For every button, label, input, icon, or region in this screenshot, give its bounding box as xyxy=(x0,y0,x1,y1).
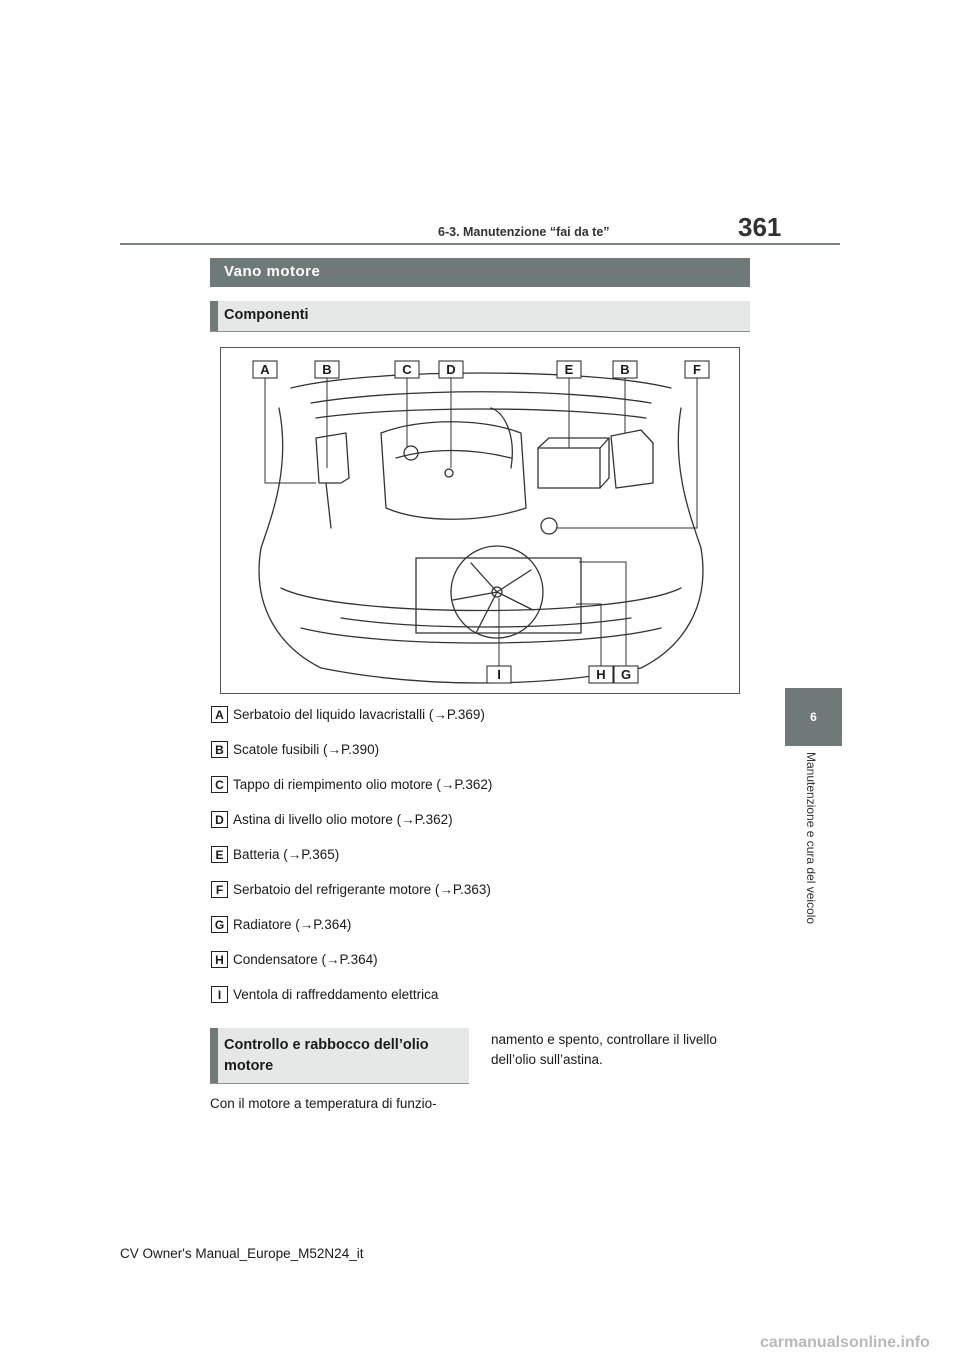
footer-manual-id: CV Owner's Manual_Europe_M52N24_it xyxy=(120,1246,364,1261)
header-divider xyxy=(120,243,840,245)
diagram-label-b-right: B xyxy=(620,362,629,377)
body-text-left: Con il motore a temperatura di funzio- xyxy=(210,1096,437,1111)
section-title: 6-3. Manutenzione “fai da te” xyxy=(438,225,610,239)
legend-text: Batteria (→P.365) xyxy=(233,847,340,862)
fuse-box-shape xyxy=(610,429,654,489)
legend-text: Condensatore (→P.364) xyxy=(233,952,378,967)
legend-letter: D xyxy=(211,811,228,828)
legend-text: Ventola di raffreddamento elettrica xyxy=(233,987,439,1002)
legend-item-i: I Ventola di raffreddamento elettrica xyxy=(211,986,438,1003)
legend-item-e: E Batteria (→P.365) xyxy=(211,846,339,863)
legend-text: Tappo di riempimento olio motore (→P.362… xyxy=(233,777,493,792)
legend-item-g: G Radiatore (→P.364) xyxy=(211,916,351,933)
diagram-label-f: F xyxy=(693,362,701,377)
legend-item-f: F Serbatoio del refrigerante motore (→P.… xyxy=(211,881,491,898)
legend-letter: E xyxy=(211,846,228,863)
legend-text: Radiatore (→P.364) xyxy=(233,917,352,932)
watermark: carmanualsonline.info xyxy=(760,1334,930,1351)
legend-item-h: H Condensatore (→P.364) xyxy=(211,951,378,968)
chapter-tab[interactable]: 6 xyxy=(785,688,842,746)
diagram-label-e: E xyxy=(565,362,574,377)
legend-text: Serbatoio del refrigerante motore (→P.36… xyxy=(233,882,491,897)
washer-tank-shape xyxy=(315,432,350,484)
engine-block-shape xyxy=(380,421,527,520)
legend-letter: I xyxy=(211,986,228,1003)
diagram-label-c: C xyxy=(402,362,412,377)
cooling-fan-shape xyxy=(450,545,544,639)
body-text-right: namento e spento, controllare il livello… xyxy=(491,1032,717,1067)
legend-letter: G xyxy=(211,916,228,933)
subheading-componenti: Componenti xyxy=(210,301,750,332)
page-number: 361 xyxy=(738,212,782,242)
section-heading-vano-motore: Vano motore xyxy=(210,258,750,287)
legend-letter: A xyxy=(211,706,228,723)
legend-text: Scatole fusibili (→P.390) xyxy=(233,742,380,757)
engine-compartment-diagram: A B C D E B F I H G xyxy=(220,347,740,694)
legend-item-a: A Serbatoio del liquido lavacristalli (→… xyxy=(211,706,485,723)
legend-letter: F xyxy=(211,881,228,898)
chapter-side-label: Manutenzione e cura del veicolo xyxy=(802,752,820,952)
engine-bay-illustration: A B C D E B F I H G xyxy=(252,360,710,684)
battery-shape xyxy=(537,447,601,489)
legend-text: Astina di livello olio motore (→P.362) xyxy=(233,812,453,827)
legend-letter: B xyxy=(211,741,228,758)
diagram-label-h: H xyxy=(596,667,605,682)
diagram-label-d: D xyxy=(446,362,455,377)
subheading-controllo-olio: Controllo e rabbocco dell’olio motore xyxy=(210,1028,469,1084)
legend-item-b: B Scatole fusibili (→P.390) xyxy=(211,741,379,758)
legend-letter: C xyxy=(211,776,228,793)
diagram-label-b: B xyxy=(322,362,331,377)
legend-letter: H xyxy=(211,951,228,968)
diagram-label-g: G xyxy=(621,667,631,682)
hood-outline xyxy=(290,372,672,389)
diagram-label-a: A xyxy=(260,362,270,377)
legend-text: Serbatoio del liquido lavacristalli (→P.… xyxy=(233,707,485,722)
chapter-side-label-text: Manutenzione e cura del veicolo xyxy=(804,752,818,925)
diagram-label-i: I xyxy=(497,667,501,682)
legend-item-c: C Tappo di riempimento olio motore (→P.3… xyxy=(211,776,492,793)
legend-item-d: D Astina di livello olio motore (→P.362) xyxy=(211,811,453,828)
